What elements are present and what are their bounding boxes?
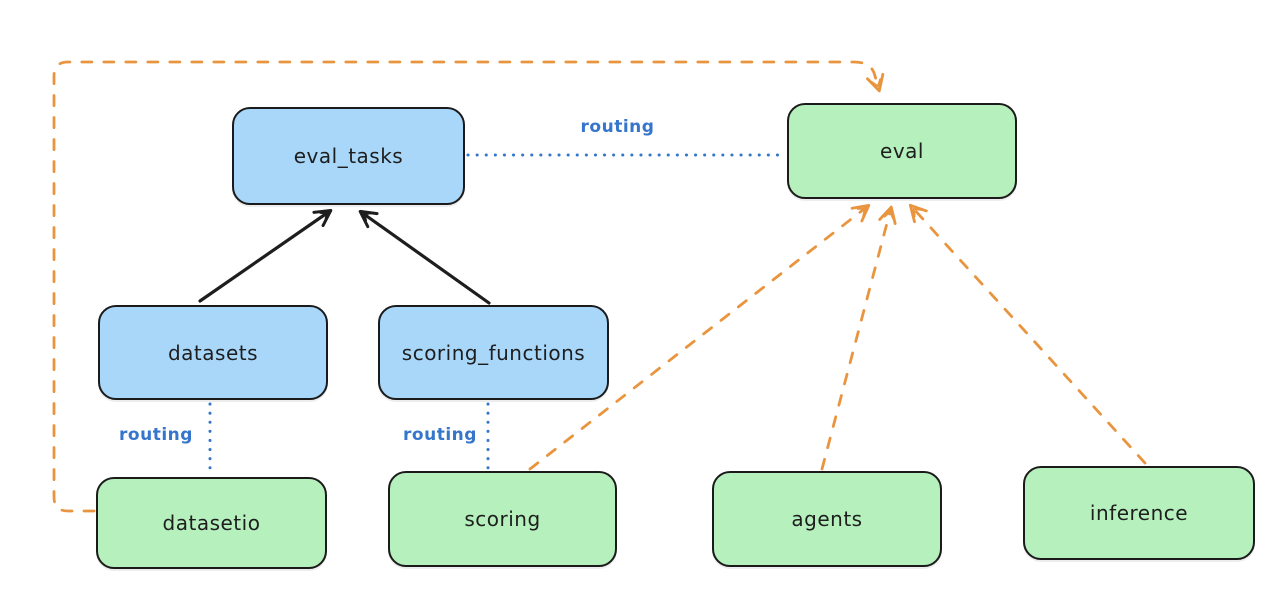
node-scoring: scoring (388, 471, 617, 567)
node-datasetio: datasetio (96, 477, 327, 569)
node-inference-label: inference (1089, 501, 1189, 525)
edge-label-routing-scoring-functions-scoring: routing (403, 425, 477, 445)
node-agents-label: agents (791, 507, 863, 531)
node-scoring-functions-label: scoring_functions (401, 340, 586, 365)
node-eval: eval (787, 103, 1017, 199)
node-eval-tasks-label: eval_tasks (293, 144, 404, 168)
node-inference: inference (1023, 466, 1255, 560)
edge-label-routing-eval-tasks-eval: routing (580, 117, 655, 137)
edge-datasets-to-eval-tasks (198, 208, 333, 303)
edge-inference-to-eval (908, 203, 1147, 465)
node-datasets-label: datasets (167, 340, 259, 365)
node-agents: agents (712, 471, 942, 567)
node-eval-label: eval (880, 139, 924, 163)
node-scoring-label: scoring (464, 507, 541, 531)
node-eval-tasks: eval_tasks (232, 107, 465, 205)
edge-scoring-functions-to-eval-tasks (358, 209, 491, 305)
node-datasetio-label: datasetio (162, 511, 261, 535)
edge-agents-to-eval (820, 205, 897, 471)
edge-label-routing-datasets-datasetio: routing (119, 425, 193, 445)
node-datasets: datasets (98, 305, 328, 400)
node-scoring-functions: scoring_functions (378, 305, 609, 400)
